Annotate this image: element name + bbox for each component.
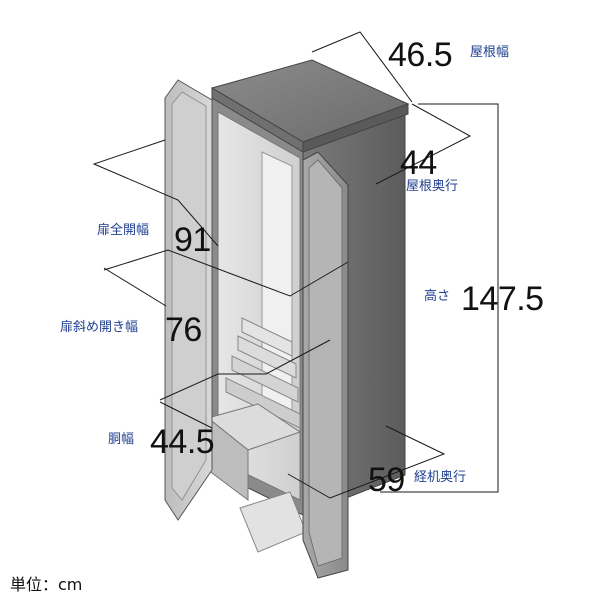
desk-depth-value: 59	[368, 461, 405, 499]
roof-depth-label: 屋根奥行	[406, 179, 459, 194]
left-door-inner	[171, 91, 207, 501]
height-value: 147.5	[461, 280, 544, 318]
body-width-line	[159, 339, 331, 401]
door-diagonal-value: 76	[165, 311, 202, 349]
altar-step-3	[231, 355, 299, 403]
body-width-line-2	[159, 401, 213, 429]
door-diagonal-line-2	[103, 267, 167, 307]
door-full-open-label: 扉全開幅	[97, 223, 150, 238]
body-width-label: 胴幅	[108, 432, 135, 447]
roof-width-value: 46.5	[388, 36, 453, 74]
door-full-open-line	[92, 139, 219, 247]
height-line	[380, 103, 499, 493]
door-diagonal-label: 扉斜め開き幅	[60, 320, 139, 335]
roof-width-line	[311, 31, 413, 103]
unit-note: 単位：cm	[10, 575, 83, 594]
dimension-lines	[92, 31, 499, 499]
door-diagonal-line	[103, 249, 349, 297]
right-door-inner	[308, 159, 343, 567]
height-label: 高さ	[424, 289, 451, 304]
roof-depth-value: 44	[400, 144, 437, 182]
desk-depth-label: 経机奥行	[414, 470, 467, 485]
altar-step-1	[241, 317, 293, 357]
altar-step-2	[237, 335, 297, 379]
roof-depth-line	[375, 103, 472, 185]
body-width-value: 44.5	[150, 423, 215, 461]
desk-depth-line	[287, 425, 446, 499]
altar-step-4	[225, 377, 301, 429]
roof-width-label: 屋根幅	[470, 45, 510, 60]
door-full-open-value: 91	[174, 221, 211, 259]
cabinet-roof-side	[302, 103, 409, 153]
